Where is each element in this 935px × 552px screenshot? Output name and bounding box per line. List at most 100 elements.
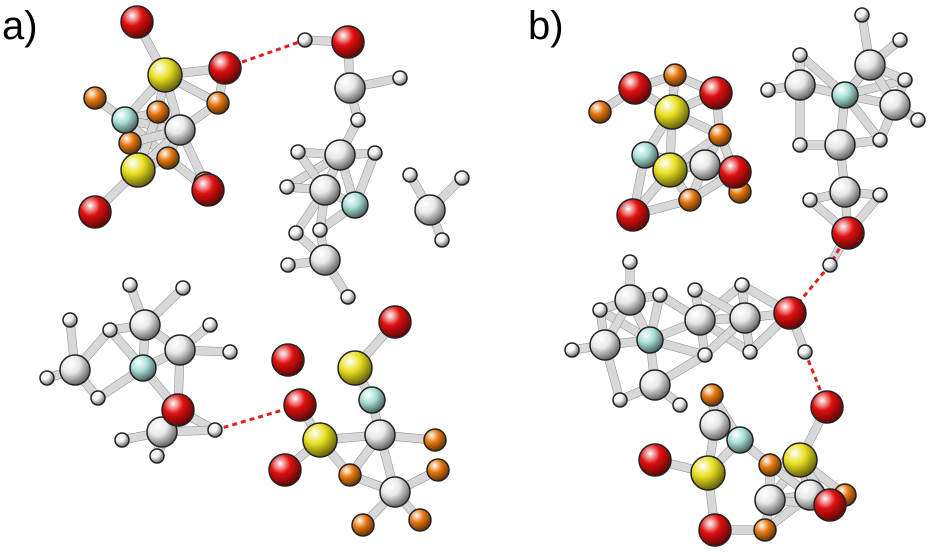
hydrogen-atom bbox=[280, 257, 296, 273]
sulfur-atom bbox=[120, 152, 156, 188]
nitrogen-atom bbox=[111, 106, 139, 134]
hydrogen-atom bbox=[207, 422, 223, 438]
sulfur-atom bbox=[782, 442, 818, 478]
carbon-atom bbox=[824, 129, 856, 161]
hydrogen-atom bbox=[114, 432, 130, 448]
oxygen-atom bbox=[208, 51, 242, 85]
carbon-atom bbox=[59, 354, 91, 386]
oxygen-atom bbox=[78, 195, 112, 229]
atoms bbox=[39, 5, 926, 547]
hydrogen-atom bbox=[454, 170, 470, 186]
fluorine-atom bbox=[700, 383, 724, 407]
hydrogen-atom bbox=[687, 282, 703, 298]
carbon-atom bbox=[129, 309, 161, 341]
oxygen-atom bbox=[283, 388, 317, 422]
hydrogen-atom bbox=[760, 82, 776, 98]
hydrogen-atom bbox=[897, 72, 913, 88]
fluorine-atom bbox=[408, 508, 432, 532]
hydrogen-atom bbox=[340, 289, 356, 305]
hydrogen-atom bbox=[288, 225, 304, 241]
oxygen-atom bbox=[698, 513, 732, 547]
hydrogen-atom bbox=[392, 70, 408, 86]
fluorine-atom bbox=[206, 91, 230, 115]
sulfur-atom bbox=[147, 57, 183, 93]
fluorine-atom bbox=[146, 100, 170, 124]
hydrogen-atom bbox=[792, 137, 808, 153]
oxygen-atom bbox=[813, 488, 847, 522]
hydrogen-atom bbox=[297, 32, 313, 48]
oxygen-atom bbox=[699, 76, 733, 110]
nitrogen-atom bbox=[631, 141, 659, 169]
fluorine-atom bbox=[708, 123, 732, 147]
carbon-atom bbox=[879, 89, 911, 121]
hydrogen-atom bbox=[652, 287, 668, 303]
nitrogen-atom bbox=[636, 326, 664, 354]
fluorine-atom bbox=[338, 463, 362, 487]
fluorine-atom bbox=[588, 100, 612, 124]
hydrogen-atom bbox=[697, 347, 713, 363]
hydrogen-atom bbox=[822, 257, 838, 273]
carbon-atom bbox=[754, 484, 786, 516]
hydrogen-atom bbox=[592, 302, 608, 318]
carbon-atom bbox=[684, 304, 716, 336]
hydrogen-atom bbox=[149, 448, 165, 464]
hydrogen-atom bbox=[792, 47, 808, 63]
carbon-atom bbox=[164, 334, 196, 366]
oxygen-atom bbox=[378, 305, 412, 339]
oxygen-atom bbox=[191, 173, 225, 207]
carbon-atom bbox=[589, 329, 621, 361]
hydrogen-atom bbox=[854, 7, 870, 23]
oxygen-atom bbox=[638, 443, 672, 477]
oxygen-atom bbox=[161, 393, 195, 427]
oxygen-atom bbox=[120, 5, 154, 39]
oxygen-atom bbox=[718, 155, 752, 189]
carbon-atom bbox=[364, 419, 396, 451]
carbon-atom bbox=[334, 72, 366, 104]
carbon-atom bbox=[829, 176, 861, 208]
carbon-atom bbox=[639, 369, 671, 401]
oxygen-atom bbox=[271, 343, 305, 377]
nitrogen-atom bbox=[358, 386, 386, 414]
hydrogen-atom bbox=[564, 342, 580, 358]
fluorine-atom bbox=[156, 146, 180, 170]
hydrogen-atom bbox=[734, 277, 750, 293]
carbon-atom bbox=[324, 139, 356, 171]
sulfur-atom bbox=[337, 350, 373, 386]
nitrogen-atom bbox=[726, 426, 754, 454]
hydrogen-atom bbox=[872, 132, 888, 148]
oxygen-atom bbox=[618, 71, 652, 105]
sulfur-atom bbox=[690, 455, 726, 491]
oxygen-atom bbox=[331, 25, 365, 59]
fluorine-atom bbox=[758, 453, 782, 477]
hydrogen-atom bbox=[350, 112, 366, 128]
hydrogen-atom bbox=[175, 280, 191, 296]
oxygen-atom bbox=[831, 216, 865, 250]
fluorine-atom bbox=[753, 518, 777, 542]
hydrogen-atom bbox=[290, 144, 306, 160]
hydrogen-atom bbox=[90, 390, 106, 406]
carbon-atom bbox=[784, 69, 816, 101]
hydrogen-atom bbox=[102, 322, 118, 338]
hydrogen-atom bbox=[62, 312, 78, 328]
fluorine-atom bbox=[423, 428, 447, 452]
hydrogen-bond bbox=[788, 264, 832, 314]
fluorine-atom bbox=[351, 513, 375, 537]
nitrogen-atom bbox=[129, 354, 157, 382]
hydrogen-atom bbox=[742, 344, 758, 360]
oxygen-atom bbox=[268, 453, 302, 487]
carbon-atom bbox=[614, 284, 646, 316]
hydrogen-atom bbox=[892, 32, 908, 48]
panel-label-a: a) bbox=[2, 4, 38, 48]
panel-label-b: b) bbox=[528, 4, 564, 48]
hydrogen-atom bbox=[222, 344, 238, 360]
fluorine-atom bbox=[663, 63, 687, 87]
fluorine-atom bbox=[118, 131, 142, 155]
carbon-atom bbox=[309, 174, 341, 206]
hydrogen-atom bbox=[367, 145, 383, 161]
carbon-atom bbox=[309, 244, 341, 276]
hydrogen-atom bbox=[122, 277, 138, 293]
carbon-atom bbox=[689, 149, 721, 181]
hydrogen-atom bbox=[434, 232, 450, 248]
